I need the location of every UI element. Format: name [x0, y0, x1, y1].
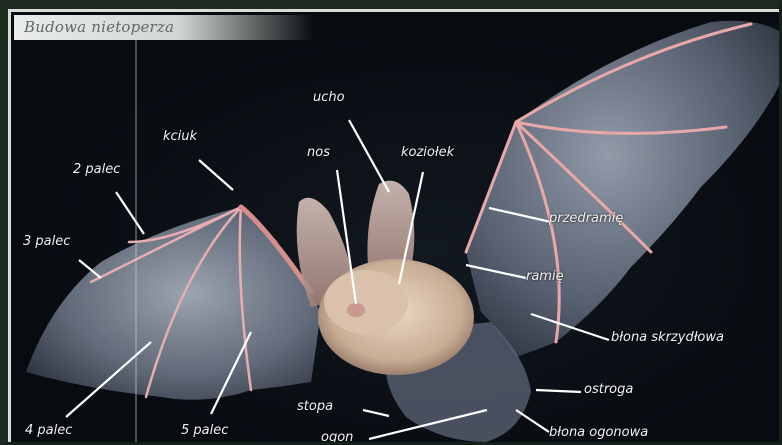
label-2-palec: 2 palec [73, 162, 120, 177]
label-ramie: ramię [526, 269, 564, 284]
label-4-palec: 4 palec [25, 423, 72, 438]
label-przedramie: przedramię [549, 211, 623, 226]
bat-nose [347, 303, 365, 317]
right-wing-membrane [466, 21, 781, 357]
title-bar: Budowa nietoperza [14, 15, 314, 40]
diagram-title: Budowa nietoperza [24, 18, 174, 36]
label-kciuk: kciuk [163, 129, 197, 144]
label-5-palec: 5 palec [181, 423, 228, 438]
label-blona-skrzydlowa: błona skrzydłowa [611, 330, 724, 345]
label-nos: nos [307, 145, 330, 160]
diagram-panel: Budowa nietoperza ucho nos koziołek kciu… [8, 9, 779, 442]
label-ucho: ucho [313, 90, 345, 105]
label-ogon: ogon [321, 430, 353, 445]
label-stopa: stopa [297, 399, 333, 414]
scan-fold-line [135, 15, 137, 445]
bat-illustration [11, 12, 782, 445]
label-blona-ogonowa: błona ogonowa [549, 425, 648, 440]
bat-head [324, 270, 408, 334]
label-3-palec: 3 palec [23, 234, 70, 249]
label-ostroga: ostroga [584, 382, 633, 397]
label-koziolek: koziołek [401, 145, 454, 160]
